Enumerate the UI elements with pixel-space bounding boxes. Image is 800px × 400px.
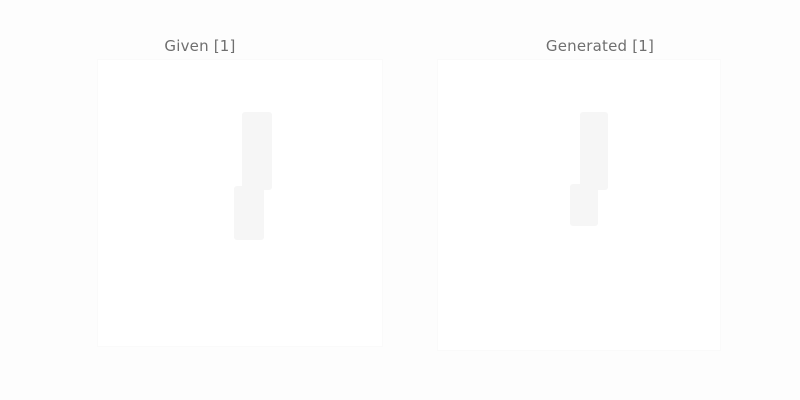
generated-glyph-stroke-bottom (570, 184, 598, 226)
generated-panel: Generated [1] (400, 0, 800, 400)
generated-glyph-stroke-top (580, 112, 608, 190)
generated-image (438, 60, 720, 350)
given-panel: Given [1] (98, 37, 382, 346)
given-panel-title: Given [1] (164, 37, 236, 55)
generated-panel-title: Generated [1] (545, 37, 655, 55)
given-glyph-stroke-bottom (234, 186, 264, 240)
given-glyph-stroke-top (242, 112, 272, 190)
given-image (98, 60, 382, 346)
